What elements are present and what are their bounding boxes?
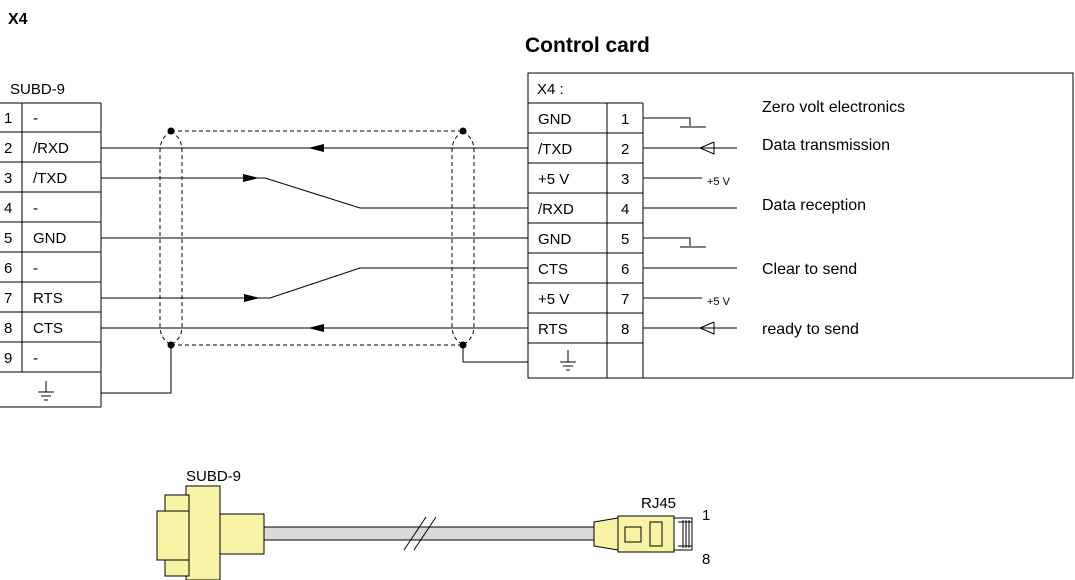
subd-shield-ground-icon (38, 381, 54, 401)
cc-pin-1-signal: GND (538, 111, 572, 128)
rj45-connector-icon (593, 515, 693, 553)
subd-label: SUBD-9 (10, 81, 65, 98)
subd-pin-8-num: 8 (4, 320, 12, 337)
desc-ready-to-send: ready to send (762, 321, 859, 338)
arrow-right-row3 (243, 174, 259, 182)
subd-pin-6-signal: - (33, 260, 38, 277)
cable-rj45-label: RJ45 (641, 495, 676, 512)
rj45-pin-1-label: 1 (702, 507, 710, 524)
arrow-left-row2 (308, 144, 324, 152)
control-card-internal-wiring (643, 117, 737, 335)
desc-zero-volt: Zero volt electronics (762, 99, 905, 116)
subd-pin-2-num: 2 (4, 140, 12, 157)
cc-pin-7-signal: +5 V (538, 291, 569, 308)
control-card-title: Control card (525, 34, 650, 57)
subd-pin-4-signal: - (33, 200, 38, 217)
cc-pin-5-num: 5 (621, 231, 629, 248)
control-card-header: X4 : (537, 81, 564, 98)
cable-shield (159, 130, 475, 346)
cc-pin-4-num: 4 (621, 201, 629, 218)
subd-pin-signals: - /RXD /TXD - GND - RTS CTS - (33, 110, 69, 367)
cable-subd-label: SUBD-9 (186, 468, 241, 485)
cc-pin-3-num: 3 (621, 171, 629, 188)
arrow-left-row8 (308, 324, 324, 332)
signal-direction-arrows (243, 144, 324, 332)
desc-clear-to-send: Clear to send (762, 261, 857, 278)
cable-wires (101, 147, 528, 394)
cc-pin-4-signal: /RXD (538, 201, 574, 218)
desc-plus5v-b: +5 V (707, 296, 731, 308)
control-card-pin-numbers: 1 2 3 4 5 6 7 8 (621, 111, 629, 338)
cc-pin-6-num: 6 (621, 261, 629, 278)
subd-pin-9-signal: - (33, 350, 38, 367)
subd-pin-3-signal: /TXD (33, 170, 67, 187)
desc-plus5v-a: +5 V (707, 176, 731, 188)
page-heading: X4 (8, 11, 28, 28)
cc-pin-2-num: 2 (621, 141, 629, 158)
cc-pin-5-signal: GND (538, 231, 572, 248)
subd-pin-2-signal: /RXD (33, 140, 69, 157)
cc-shield-ground-icon (560, 350, 576, 371)
subd-pin-5-signal: GND (33, 230, 67, 247)
subd-pin-8-signal: CTS (33, 320, 63, 337)
cc-pin-1-num: 1 (621, 111, 629, 128)
subd-pin-9-num: 9 (4, 350, 12, 367)
desc-data-reception: Data reception (762, 197, 866, 214)
subd-pin-table (0, 102, 102, 408)
subd-pin-numbers: 1 2 3 4 5 6 7 8 9 (4, 110, 12, 367)
subd-pin-5-num: 5 (4, 230, 12, 247)
subd9-connector-icon (156, 485, 265, 580)
cc-pin-2-signal: /TXD (538, 141, 572, 158)
subd-pin-7-num: 7 (4, 290, 12, 307)
control-card-signals: GND /TXD +5 V /RXD GND CTS +5 V RTS (538, 111, 574, 338)
subd-pin-6-num: 6 (4, 260, 12, 277)
subd-pin-4-num: 4 (4, 200, 12, 217)
subd-pin-1-signal: - (33, 110, 38, 127)
subd-pin-7-signal: RTS (33, 290, 63, 307)
desc-data-transmission: Data transmission (762, 137, 890, 154)
cc-pin-3-signal: +5 V (538, 171, 569, 188)
cc-pin-7-num: 7 (621, 291, 629, 308)
subd-pin-1-num: 1 (4, 110, 12, 127)
shield-junction-dots (167, 127, 467, 349)
control-card-box (527, 72, 1074, 379)
cc-pin-8-signal: RTS (538, 321, 568, 338)
cable-body (263, 516, 595, 551)
arrow-right-row7 (244, 294, 260, 302)
cc-pin-8-num: 8 (621, 321, 629, 338)
rj45-pin-8-label: 8 (702, 551, 710, 568)
subd-pin-3-num: 3 (4, 170, 12, 187)
cc-pin-6-signal: CTS (538, 261, 568, 278)
